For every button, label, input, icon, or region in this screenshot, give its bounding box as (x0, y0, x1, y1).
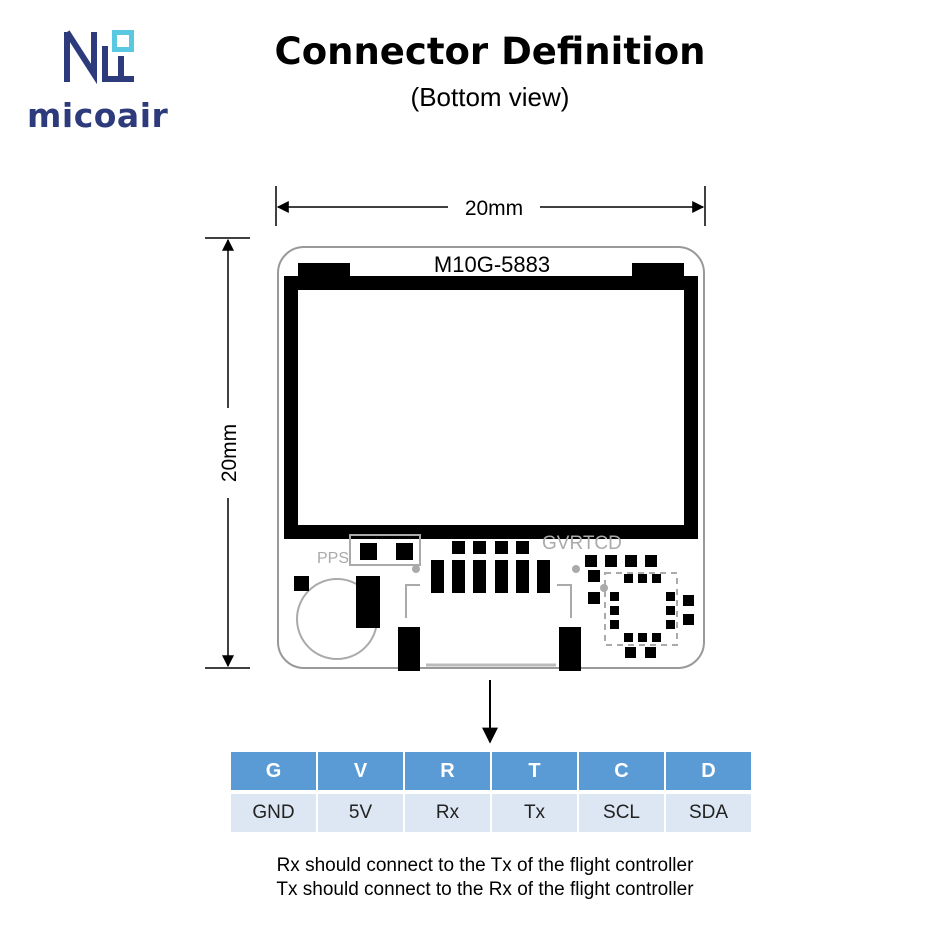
board-outline (277, 246, 705, 669)
connector-pins (431, 560, 550, 593)
led-pad (360, 543, 377, 560)
pin-label: GVRTCD (542, 533, 622, 554)
pin-header: V (318, 752, 403, 790)
pin-value: SDA (666, 794, 751, 832)
height-label: 20mm (218, 424, 241, 482)
brand-name: micoair (27, 96, 169, 135)
connector-shell (559, 627, 581, 671)
model-label: M10G-5883 (434, 252, 550, 277)
connector-shell (398, 627, 420, 671)
pin-value: Tx (492, 794, 577, 832)
chip-pads (585, 555, 694, 658)
pps-label: PPS (317, 550, 349, 567)
wiring-note: Rx should connect to the Tx of the fligh… (276, 855, 694, 876)
connector-pads-top (452, 541, 529, 554)
page-subtitle: (Bottom view) (410, 82, 570, 112)
pin-header: C (579, 752, 664, 790)
pin-value: Rx (405, 794, 490, 832)
page-title: Connector Definition (274, 30, 706, 73)
pin-value: 5V (318, 794, 403, 832)
micoair-logo (64, 30, 134, 85)
pin-value: SCL (579, 794, 664, 832)
antenna-frame (284, 276, 698, 539)
height-dimension: 20mm (205, 237, 250, 669)
pin-value: GND (231, 794, 316, 832)
width-label: 20mm (465, 197, 523, 220)
pad (356, 576, 380, 628)
led-pad (396, 543, 413, 560)
table-row: G V R T C D (231, 752, 751, 790)
width-dimension: 20mm (275, 186, 706, 226)
pad (294, 576, 309, 591)
pinout-table: G V R T C D GND 5V Rx Tx SCL SDA (229, 752, 753, 832)
wiring-note: Tx should connect to the Rx of the fligh… (276, 879, 694, 900)
pps-outline (349, 534, 421, 566)
table-row: GND 5V Rx Tx SCL SDA (231, 794, 751, 832)
pin-header: G (231, 752, 316, 790)
pin-header: R (405, 752, 490, 790)
pin-header: D (666, 752, 751, 790)
pin-header: T (492, 752, 577, 790)
